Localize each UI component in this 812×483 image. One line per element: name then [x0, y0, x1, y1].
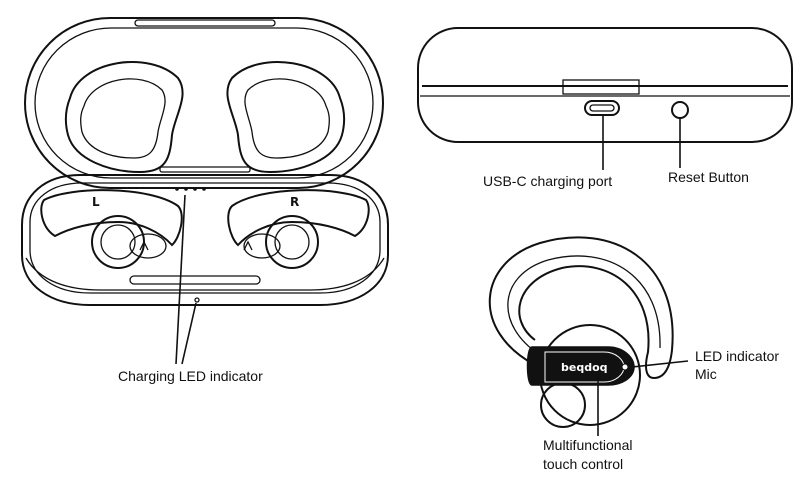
right-earbud-brand-mark: [243, 240, 253, 251]
led-indicator-label: LED indicator: [695, 348, 779, 364]
mic-label: Mic: [695, 366, 717, 382]
case-base: [21, 174, 389, 306]
open-charging-case: L R: [21, 17, 389, 306]
earbud-led-mic: [621, 363, 629, 371]
reset-button: [671, 101, 689, 119]
left-earbud-mark: L: [92, 195, 100, 209]
case-hinge: [159, 166, 251, 173]
closed-case-back: [417, 27, 793, 143]
reset-button-label: Reset Button: [668, 169, 749, 185]
left-earbud-brand-mark: [139, 240, 149, 251]
right-earbud-mark: R: [290, 195, 299, 209]
usb-c-port-inner: [589, 104, 615, 112]
usb-c-port: [584, 100, 620, 116]
touch-control-label-line1: Multifunctional: [543, 437, 633, 453]
charging-led-label: Charging LED indicator: [118, 368, 263, 384]
charging-led-dots: [175, 187, 206, 191]
led-mic-leader: [631, 360, 689, 368]
charging-led-leader-front: [181, 302, 197, 365]
charging-led-leader-top: [175, 194, 186, 365]
touch-control-label-line2: touch control: [543, 456, 623, 472]
front-led: [194, 297, 200, 303]
case-lid: [24, 17, 384, 189]
earbud-brand-text: beqdoq: [561, 361, 608, 374]
earbud-detail: [488, 236, 674, 428]
usb-port-label: USB-C charging port: [483, 173, 612, 189]
